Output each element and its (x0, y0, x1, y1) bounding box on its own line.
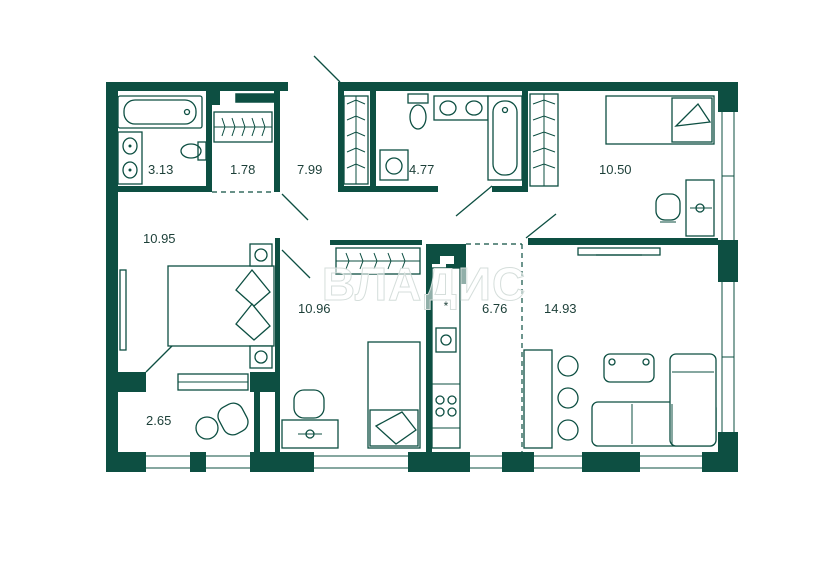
svg-text:*: * (444, 299, 449, 313)
wardrobe-rail-icon (213, 111, 273, 143)
radiator-icon (177, 373, 249, 391)
sink-icon (117, 131, 143, 185)
area-label-bathroom: 3.13 (148, 162, 173, 177)
area-label-bedroom-right: 10.50 (599, 162, 632, 177)
double-bed-icon (167, 243, 275, 369)
wardrobe-rail-icon (335, 247, 421, 275)
single-bed-icon (605, 95, 715, 145)
area-label-bedroom-master: 10.96 (298, 301, 331, 316)
door-swings (145, 55, 557, 373)
coffee-table-icon (603, 353, 655, 383)
washing-machine-icon (379, 149, 409, 181)
toilet-icon (180, 141, 207, 161)
armchair-icon (195, 402, 249, 440)
tv-icon (577, 247, 661, 256)
double-sink-icon (433, 95, 489, 121)
area-label-washroom: 4.77 (409, 162, 434, 177)
mirror-icon (119, 269, 127, 351)
single-bed-icon (367, 341, 421, 449)
desk-chair-icon (655, 179, 715, 237)
desk-chair-icon (281, 389, 339, 449)
area-label-hall: 7.99 (297, 162, 322, 177)
sofa-icon (591, 353, 717, 447)
area-label-corridor: 10.95 (143, 231, 176, 246)
area-label-balcony: 2.65 (146, 413, 171, 428)
kitchen-counter-icon: * (431, 267, 461, 449)
hanger-column-icon (529, 93, 559, 187)
area-labels: 3.13 1.78 7.99 4.77 10.50 10.95 10.96 6.… (143, 162, 632, 428)
toilet-icon (407, 93, 429, 130)
hanger-column-icon (343, 95, 369, 185)
bar-stools-icon (557, 355, 579, 441)
bathtub-icon (117, 95, 203, 129)
bathtub-icon (487, 95, 523, 181)
bar-counter-icon (523, 349, 553, 449)
area-label-kitchen: 6.76 (482, 301, 507, 316)
watermark-text: ВЛАДИС (322, 258, 526, 310)
windows (146, 112, 738, 472)
area-label-wardrobe: 1.78 (230, 162, 255, 177)
dashed-zone-lines (212, 191, 523, 452)
area-label-living-room: 14.93 (544, 301, 577, 316)
